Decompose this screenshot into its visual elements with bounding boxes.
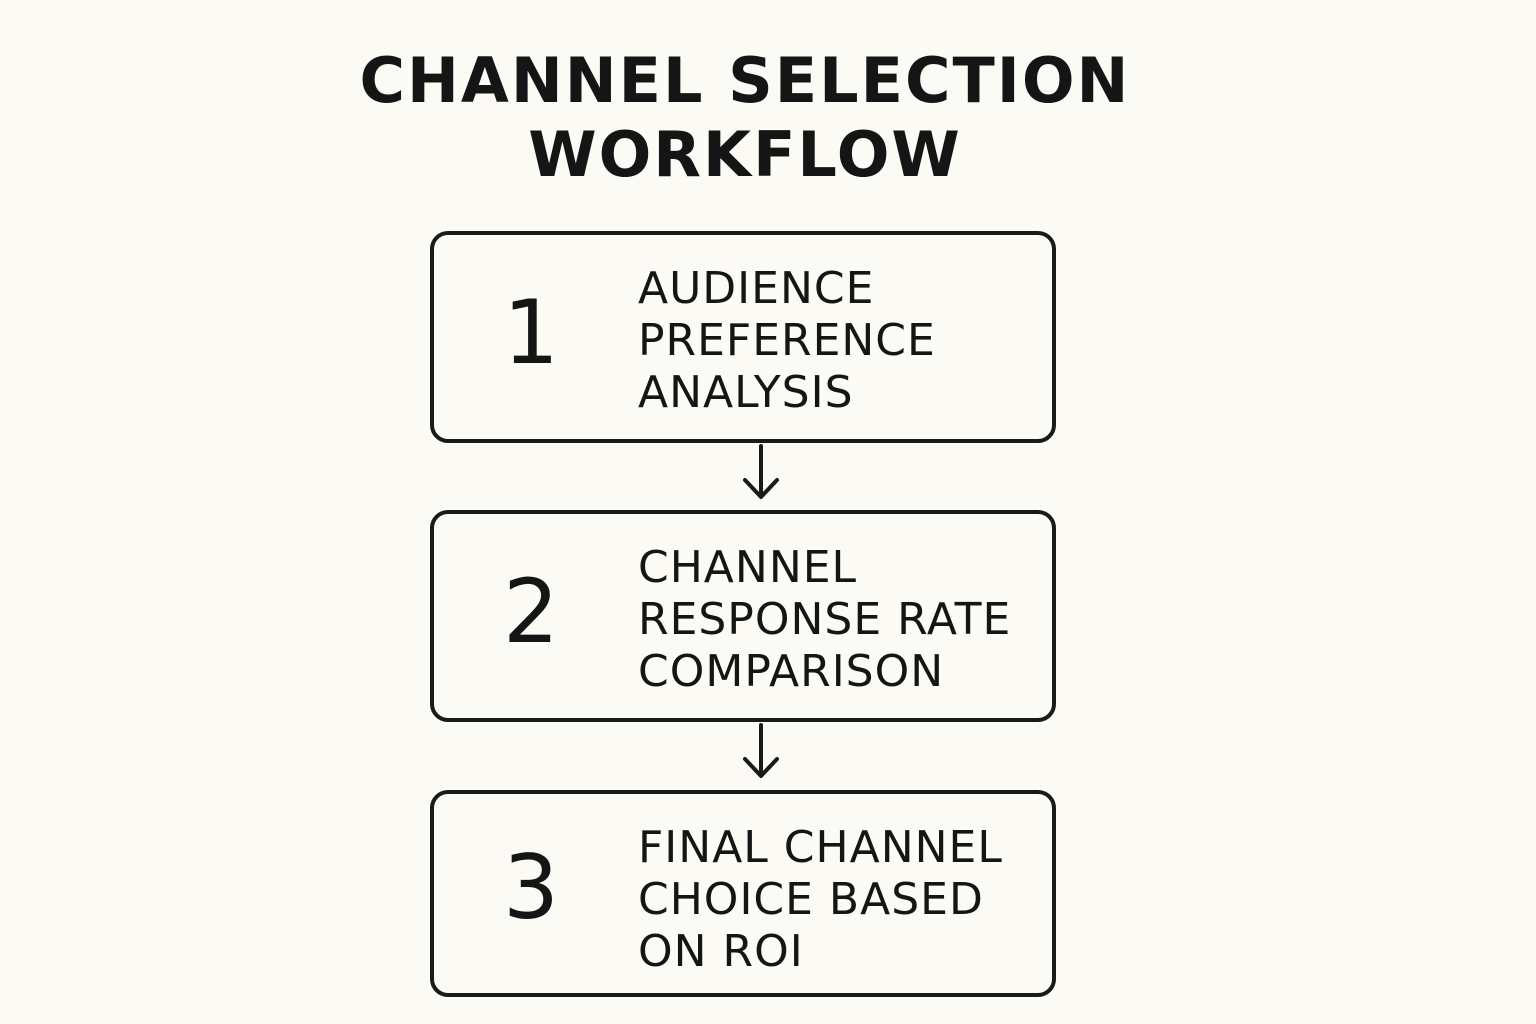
step-3-line-3: ON ROI <box>638 926 804 977</box>
step-label-1: AUDIENCE PREFERENCE ANALYSIS <box>638 263 936 419</box>
diagram-title-line-2: WORKFLOW <box>528 118 962 191</box>
step-2-line-2: RESPONSE RATE <box>638 594 1012 645</box>
step-label-2: CHANNEL RESPONSE RATE COMPARISON <box>638 542 1011 698</box>
step-box-2: 2 CHANNEL RESPONSE RATE COMPARISON <box>430 510 1056 722</box>
step-label-3: FINAL CHANNEL CHOICE BASED ON ROI <box>638 822 1003 978</box>
step-1-line-1: AUDIENCE <box>638 263 875 314</box>
step-2-line-1: CHANNEL <box>638 542 858 593</box>
step-number-2: 2 <box>503 560 559 663</box>
step-box-3: 3 FINAL CHANNEL CHOICE BASED ON ROI <box>430 790 1056 997</box>
step-3-line-1: FINAL CHANNEL <box>638 822 1003 873</box>
step-box-1: 1 AUDIENCE PREFERENCE ANALYSIS <box>430 231 1056 443</box>
step-3-line-2: CHOICE BASED <box>638 874 984 925</box>
step-number-1: 1 <box>503 281 559 384</box>
arrow-down-icon-1 <box>743 444 779 499</box>
diagram-title-line-1: CHANNEL SELECTION <box>359 44 1131 117</box>
step-number-3: 3 <box>503 836 559 939</box>
step-2-line-3: COMPARISON <box>638 646 945 697</box>
step-1-line-2: PREFERENCE <box>638 315 936 366</box>
arrow-down-icon-2 <box>743 723 779 778</box>
step-1-line-3: ANALYSIS <box>638 367 854 418</box>
